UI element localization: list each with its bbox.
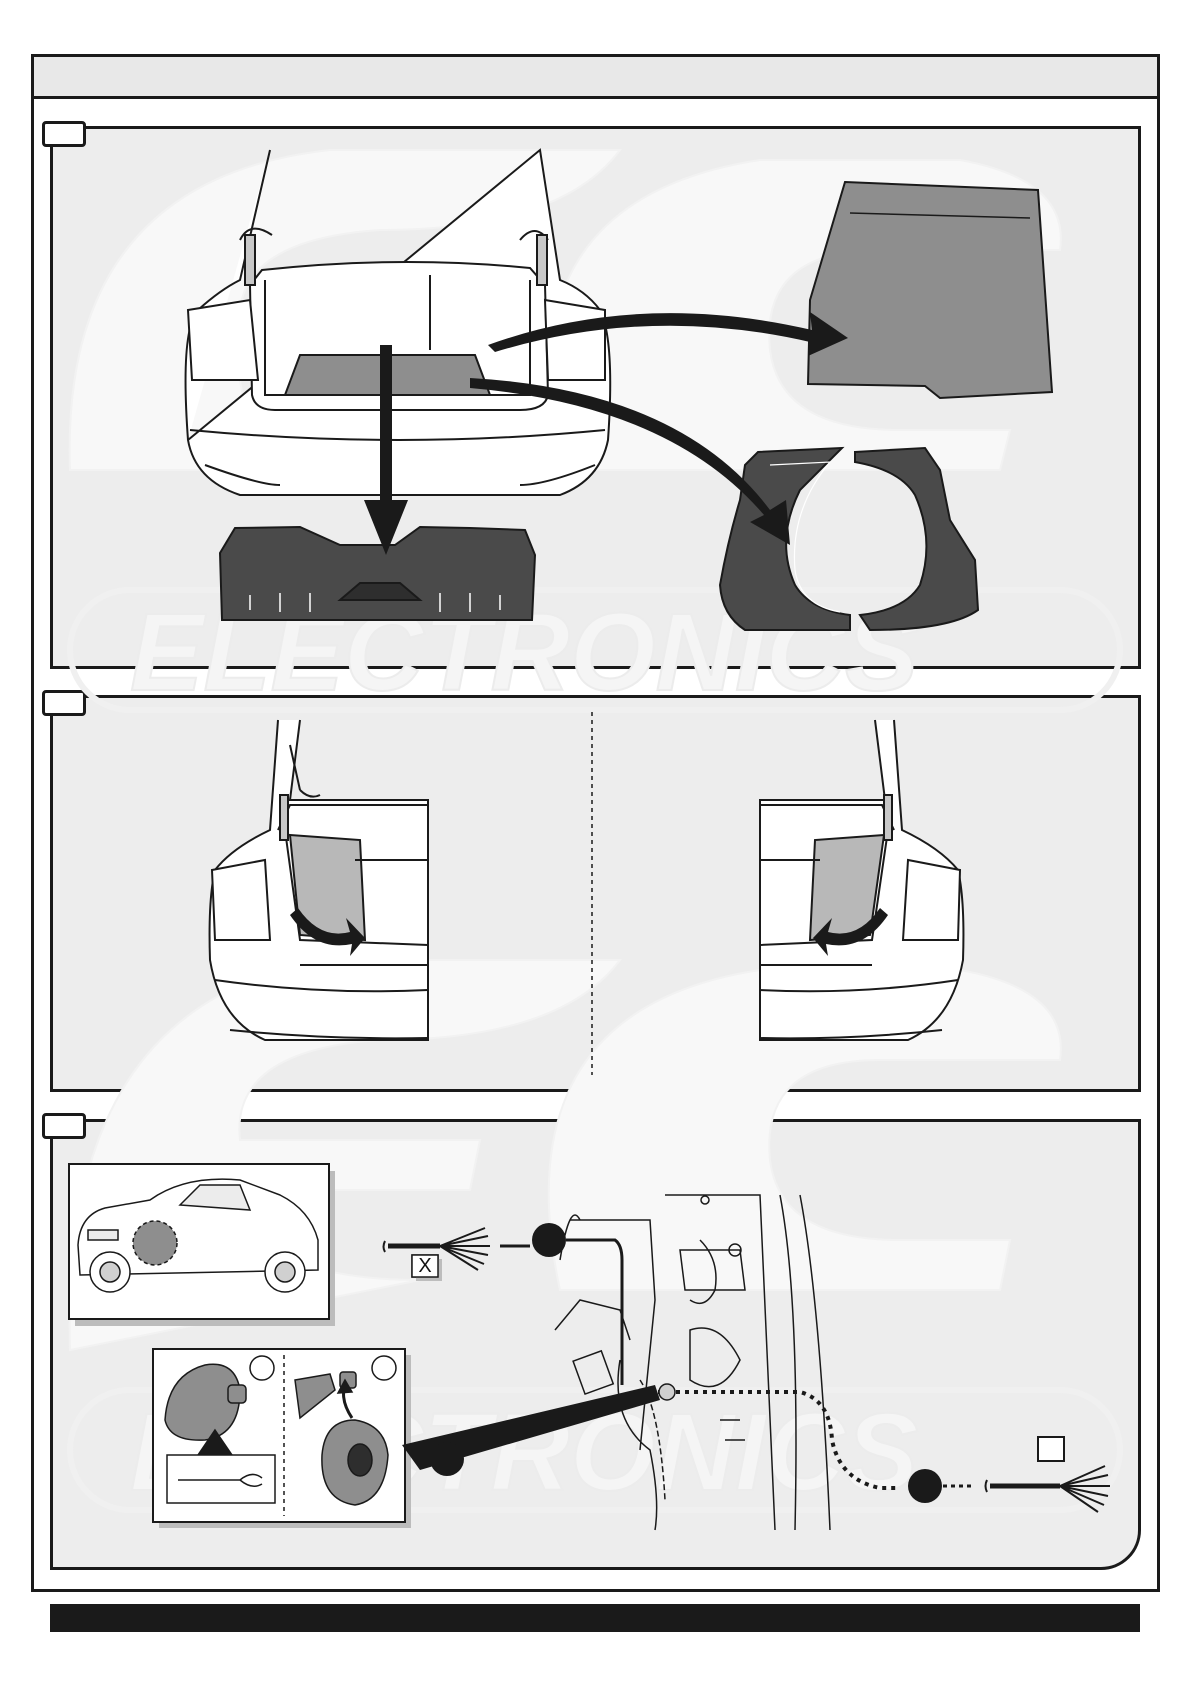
harness-connector-x: [384, 1228, 531, 1270]
trunk-floor-mat: [808, 182, 1052, 398]
car-overview-inset: [69, 1164, 335, 1326]
car-rear-right-side: [760, 720, 963, 1040]
callout-dot-3: [908, 1469, 942, 1503]
option-b-circle: [372, 1356, 396, 1380]
trunk-sill-trim-panel: [220, 527, 535, 620]
end-marker-box: [1038, 1437, 1064, 1461]
grommet-detail-inset: [153, 1349, 411, 1528]
option-a-circle: [250, 1356, 274, 1380]
car-rear-left-side: [210, 720, 428, 1040]
highlight-circle: [133, 1221, 177, 1265]
grommet-hole: [659, 1384, 675, 1400]
footer-bar: [50, 1604, 1140, 1632]
connector-x-label: X: [412, 1255, 438, 1277]
